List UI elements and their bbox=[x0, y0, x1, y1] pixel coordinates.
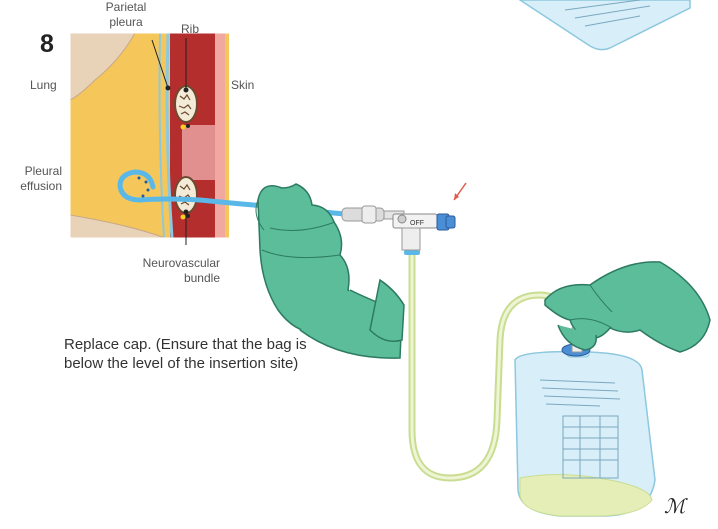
indicator-arrow bbox=[454, 183, 466, 200]
label-skin: Skin bbox=[231, 78, 254, 93]
label-neurovascular-line2: bundle bbox=[120, 271, 220, 286]
collection-bag bbox=[515, 328, 655, 516]
label-pleural-effusion-line1: Pleural bbox=[4, 164, 62, 179]
label-pleural-effusion: Pleural effusion bbox=[4, 164, 62, 194]
label-parietal-pleura-line2: pleura bbox=[96, 15, 156, 30]
upper-bag-corner bbox=[520, 0, 690, 50]
subcutaneous-layer bbox=[215, 33, 225, 238]
label-rib: Rib bbox=[181, 22, 199, 37]
three-way-stopcock[interactable]: OFF bbox=[342, 206, 455, 250]
chest-wall-inset bbox=[70, 33, 238, 238]
label-parietal-pleura: Parietal pleura bbox=[96, 0, 156, 30]
label-pleural-effusion-line2: effusion bbox=[4, 179, 62, 194]
right-gloved-hand bbox=[545, 262, 710, 352]
instruction-caption: Replace cap. (Ensure that the bag is bel… bbox=[64, 335, 349, 373]
step-number: 8 bbox=[40, 30, 54, 59]
label-neurovascular-bundle: Neurovascular bundle bbox=[120, 256, 220, 286]
artist-signature: ℳ bbox=[664, 494, 685, 518]
valve-off-label: OFF bbox=[410, 220, 424, 227]
label-parietal-pleura-line1: Parietal bbox=[96, 0, 156, 15]
label-neurovascular-line1: Neurovascular bbox=[120, 256, 220, 271]
label-lung: Lung bbox=[30, 78, 57, 93]
